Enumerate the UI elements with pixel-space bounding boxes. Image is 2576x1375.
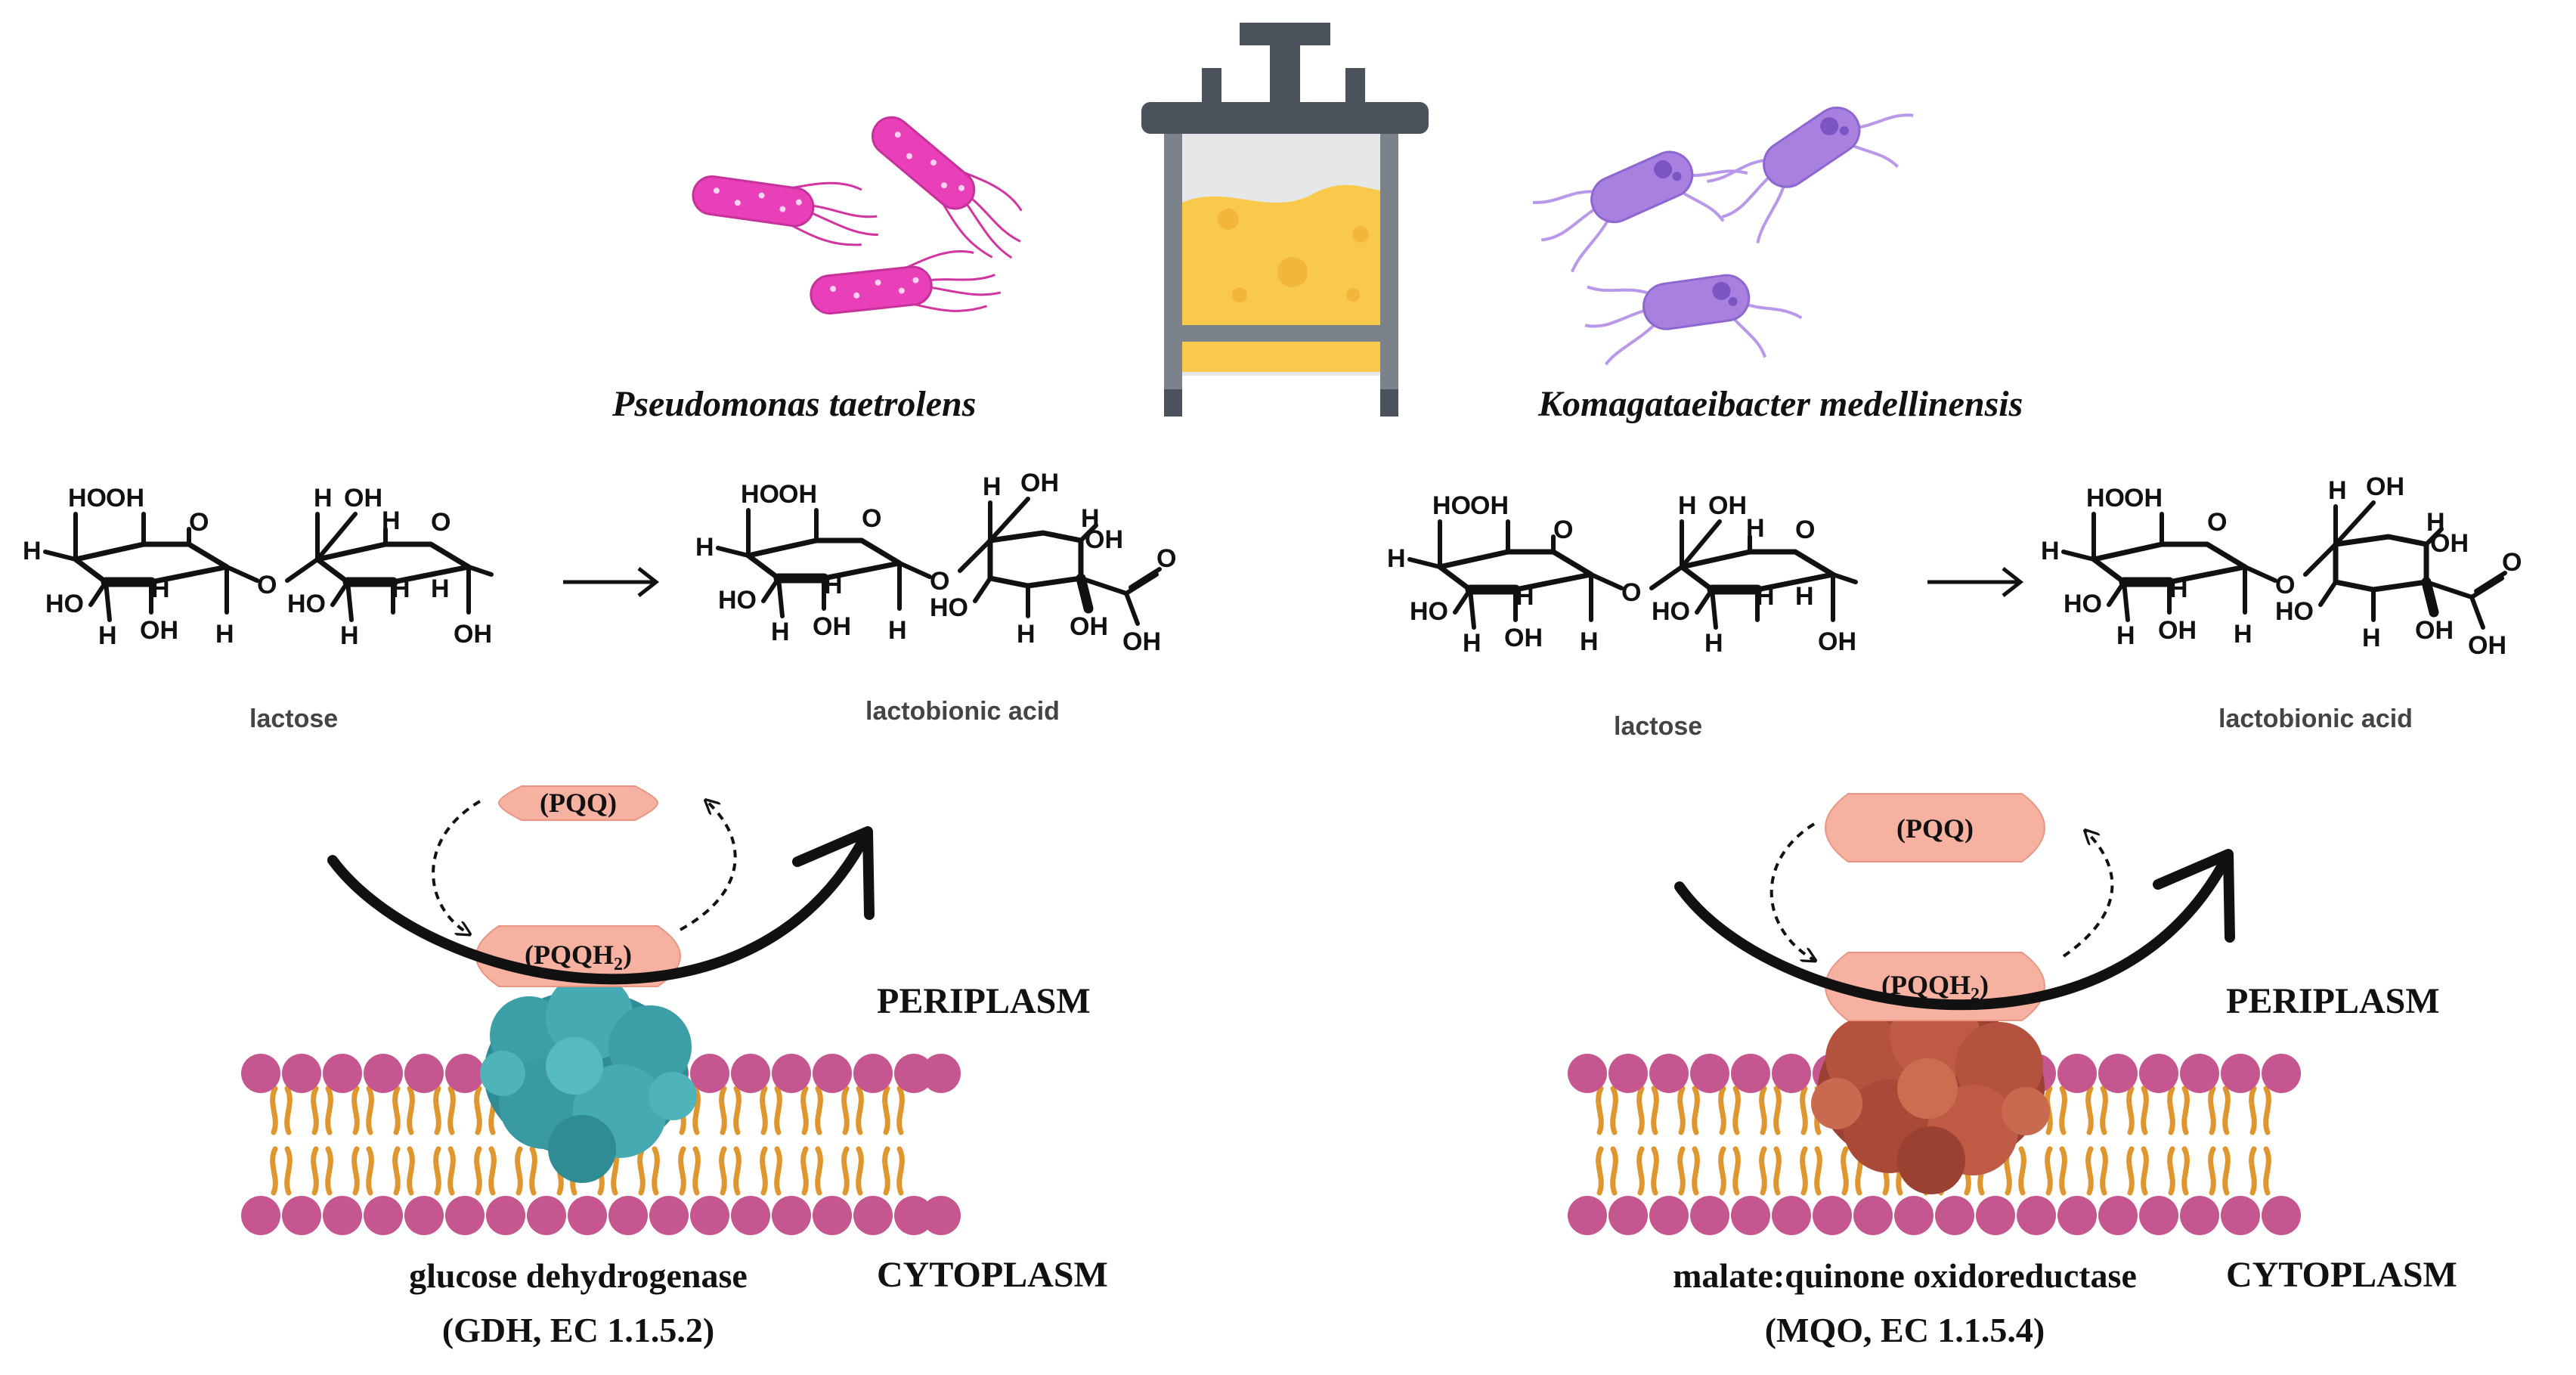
electron-flow-arrow-left	[327, 826, 875, 985]
komagataeibacter-cluster	[1524, 63, 1934, 383]
pqq-label-right: (PQQ)	[1896, 813, 1974, 844]
pseudomonas-bacterium	[856, 100, 1042, 270]
pqq-box-left	[497, 785, 659, 821]
pseudomonas-bacterium	[688, 162, 886, 250]
periplasm-label-right: PERIPLASM	[2226, 981, 2440, 1021]
periplasm-label-left: PERIPLASM	[877, 981, 1091, 1021]
lactose-structure-left	[23, 484, 492, 650]
reaction-arrow-left	[563, 567, 660, 597]
lactobionic-acid-structure-left	[695, 469, 1176, 656]
organism-right-label: Komagataeibacter medellinensis	[1537, 384, 2023, 424]
pqqh2-label-left: (PQQH2)	[525, 940, 632, 974]
gdh-protein	[480, 973, 697, 1183]
reaction-arrow-right	[1927, 567, 2024, 597]
lactobionic-acid-label-left: lactobionic acid	[865, 697, 1060, 726]
membrane-right	[1568, 1054, 2301, 1235]
lactose-label-right: lactose	[1614, 712, 1702, 741]
lactose-structure-right	[1387, 491, 1856, 658]
enzyme-right-name: malate:quinone oxidoreductase	[1673, 1256, 2137, 1295]
cytoplasm-label-left: CYTOPLASM	[877, 1255, 1108, 1295]
pqq-box-right	[1824, 793, 2046, 862]
pqq-label-left: (PQQ)	[540, 788, 617, 818]
enzyme-right-code: (MQO, EC 1.1.5.4)	[1765, 1311, 2045, 1349]
pseudomonas-bacterium	[807, 246, 1004, 328]
organism-left-label: Pseudomonas taetrolens	[611, 384, 976, 424]
komagataeibacter-bacterium	[1699, 63, 1934, 266]
lactose-label-left: lactose	[249, 705, 338, 733]
enzyme-left-name: glucose dehydrogenase	[409, 1256, 748, 1295]
lactobionic-acid-label-right: lactobionic acid	[2218, 705, 2413, 733]
pseudomonas-cluster	[688, 100, 1042, 328]
bioreactor-icon	[1141, 23, 1429, 417]
cytoplasm-label-right: CYTOPLASM	[2226, 1255, 2457, 1295]
electron-flow-arrow-right	[1674, 849, 2235, 1011]
enzyme-left-code: (GDH, EC 1.1.5.2)	[442, 1311, 714, 1349]
mqo-protein	[1811, 990, 2050, 1194]
komagataeibacter-bacterium	[1524, 116, 1763, 294]
komagataeibacter-bacterium	[1578, 256, 1808, 383]
lactobionic-acid-structure-right	[2041, 472, 2522, 660]
